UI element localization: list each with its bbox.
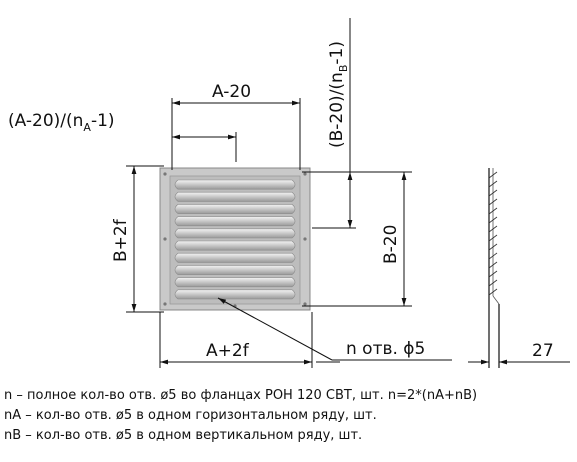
grille-front-view [159, 167, 311, 311]
mount-hole [303, 302, 307, 306]
louver-slat [174, 289, 296, 300]
dimension-lines [131, 18, 407, 365]
hatch-line [488, 288, 498, 296]
extension-lines [126, 98, 412, 368]
louver-slat [174, 216, 296, 227]
hatch-line [488, 207, 498, 215]
mount-hole [163, 237, 167, 241]
hatch-line [488, 225, 498, 233]
hatch-line [488, 234, 498, 242]
note-line: n – полное кол-во отв. ø5 во фланцах РОН… [4, 388, 478, 403]
note-line: nA – кол-во отв. ø5 в одном горизонтальн… [4, 408, 377, 423]
louver-slat [174, 252, 296, 263]
hatch-line [488, 189, 498, 197]
louver-slat [174, 228, 296, 239]
hatch-line [488, 180, 498, 188]
louver-slat [174, 179, 296, 190]
hatch-line [488, 270, 498, 278]
hatch-line [488, 261, 498, 269]
dim-bottom-width-label: A+2f [206, 341, 250, 361]
hatch-line [488, 171, 498, 179]
grille-side-view [468, 168, 570, 368]
hatch-line [488, 216, 498, 224]
mount-hole [163, 302, 167, 306]
dim-right-pitch-label: (B-20)/(nB-1) [327, 41, 350, 148]
louver-slats [174, 179, 296, 300]
hatch-line [488, 243, 498, 251]
mount-hole [163, 172, 167, 176]
louver-slat [174, 240, 296, 251]
hatch-line [488, 252, 498, 260]
dim-left-height-label: B+2f [111, 218, 131, 262]
mount-hole [303, 237, 307, 241]
mount-hole [303, 172, 307, 176]
hatch-line [488, 279, 498, 287]
technical-drawing: A-20 (A-20)/(nA-1) B+2f A+2f B-20 (B-20)… [8, 18, 570, 368]
depth-label: 27 [532, 341, 554, 361]
hole-leader [217, 297, 452, 361]
hatch-line [488, 198, 498, 206]
note-line: nB – кол-во отв. ø5 в одном вертикальном… [4, 428, 363, 443]
dim-right-height-label: B-20 [381, 225, 401, 264]
dim-top-pitch-label: (A-20)/(nA-1) [8, 111, 115, 134]
dim-top-width-label: A-20 [212, 82, 251, 102]
hole-callout-label: n отв. ϕ5 [346, 339, 425, 359]
louver-slat [174, 191, 296, 202]
notes: n – полное кол-во отв. ø5 во фланцах РОН… [4, 386, 574, 446]
louver-slat [174, 277, 296, 288]
louver-slat [174, 204, 296, 214]
louver-slat [174, 265, 296, 275]
